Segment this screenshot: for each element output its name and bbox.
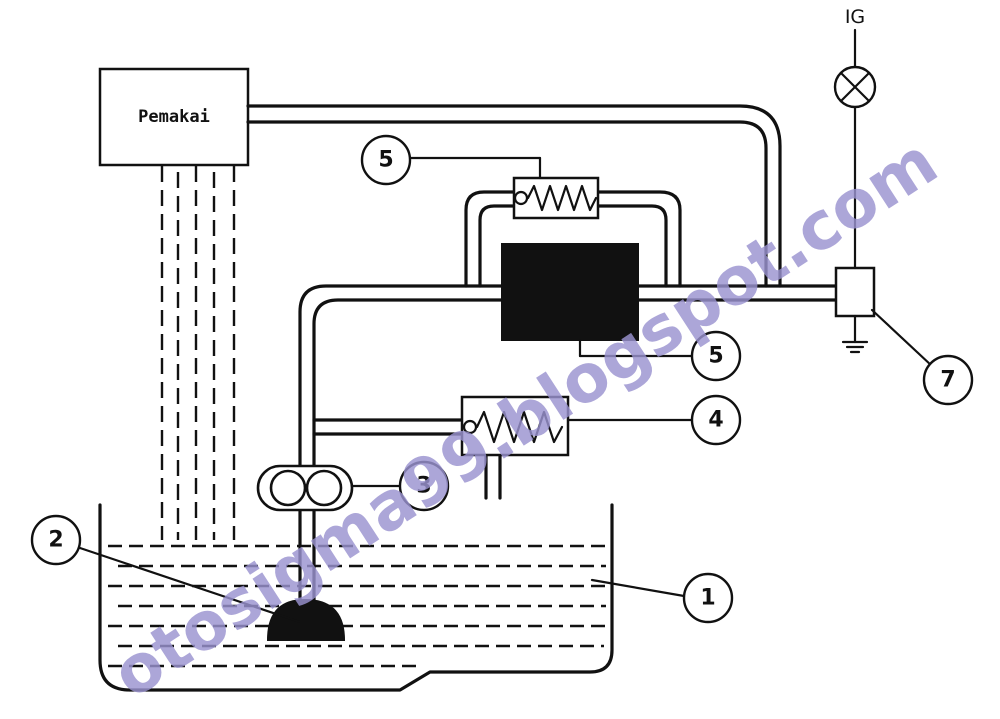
ignition-label: IG xyxy=(845,6,865,28)
pressure-relief-valve xyxy=(460,395,570,457)
callout-5-bottom: 5 xyxy=(690,330,742,382)
callout-7: 7 xyxy=(922,354,974,406)
check-valve-top xyxy=(512,176,600,220)
consumer-box: Pemakai xyxy=(98,67,250,167)
svg-text:5: 5 xyxy=(378,148,393,173)
svg-text:4: 4 xyxy=(708,408,723,433)
callout-4: 4 xyxy=(690,394,742,446)
fuel-tank xyxy=(98,503,614,692)
callout-3: 3 xyxy=(398,460,450,512)
fuel-pump xyxy=(256,464,354,512)
fuel-pipes xyxy=(246,104,838,602)
svg-text:2: 2 xyxy=(48,528,63,553)
fuel-liquid xyxy=(108,544,606,668)
svg-text:3: 3 xyxy=(416,474,431,499)
svg-text:1: 1 xyxy=(700,586,715,611)
leader-lines xyxy=(78,156,934,624)
callout-2: 2 xyxy=(30,514,82,566)
callout-5-top: 5 xyxy=(360,134,412,186)
pressure-switch xyxy=(834,266,876,354)
warning-lamp: IG xyxy=(833,6,877,270)
strainer xyxy=(266,598,346,641)
svg-text:5: 5 xyxy=(708,344,723,369)
return-flow-lines xyxy=(160,166,236,540)
svg-text:7: 7 xyxy=(940,368,955,393)
fuel-filter xyxy=(501,243,639,341)
callout-1: 1 xyxy=(682,572,734,624)
consumer-label: Pemakai xyxy=(138,107,210,127)
